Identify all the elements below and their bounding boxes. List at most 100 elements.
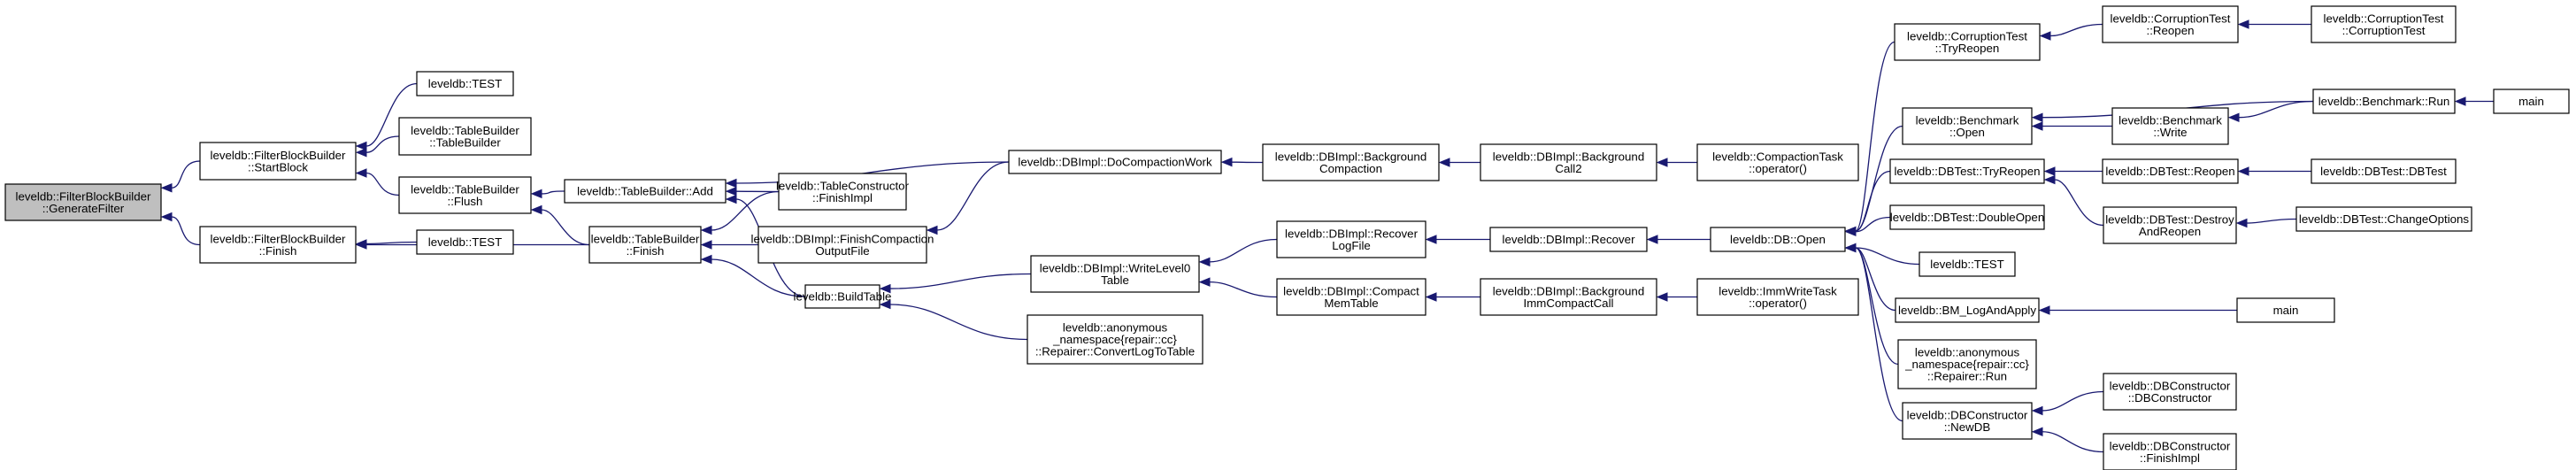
node-leveldb-bm-logandapply[interactable]: leveldb::BM_LogAndApply xyxy=(1895,297,2040,323)
node-leveldb-corruptiontest-corruptiontest[interactable]: leveldb::CorruptionTest::CorruptionTest xyxy=(2311,5,2457,43)
node-leveldb-dbimpl-recover[interactable]: leveldb::DBImpl::Recover xyxy=(1489,227,1648,252)
node-leveldb-benchmark-run[interactable]: leveldb::Benchmark::Run xyxy=(2312,89,2456,114)
node-leveldb-test[interactable]: leveldb::TEST xyxy=(1919,251,2016,277)
node-box xyxy=(1696,278,1859,316)
arrowhead xyxy=(2235,218,2248,228)
node-leveldb-dbconstructor-newdb[interactable]: leveldb::DBConstructor::NewDB xyxy=(1902,402,2033,440)
node-label: ::Finish xyxy=(627,244,665,258)
node-label: leveldb::TableConstructor xyxy=(776,179,910,192)
edges-layer xyxy=(160,19,2494,453)
node-leveldb-compactiontask-operator[interactable]: leveldb::CompactionTask::operator() xyxy=(1696,143,1859,181)
node-leveldb-dbconstructor-dbconstructor[interactable]: leveldb::DBConstructor::DBConstructor xyxy=(2103,373,2237,411)
node-leveldb-anonymous-namespace-repair-cc-repairer-convertlogtotable[interactable]: leveldb::anonymous_namespace{repair::cc}… xyxy=(1027,314,1203,365)
node-main[interactable]: main xyxy=(2493,89,2570,114)
node-leveldb-anonymous-namespace-repair-cc-repairer-run[interactable]: leveldb::anonymous_namespace{repair::cc}… xyxy=(1897,339,2037,389)
node-label: leveldb::BM_LogAndApply xyxy=(1898,304,2036,317)
node-leveldb-dbimpl-background-immcompactcall[interactable]: leveldb::DBImpl::BackgroundImmCompactCal… xyxy=(1480,278,1657,316)
node-leveldb-buildtable[interactable]: leveldb::BuildTable xyxy=(794,284,892,309)
arrowhead xyxy=(2454,96,2466,106)
node-box xyxy=(1489,227,1648,252)
node-box xyxy=(2295,206,2472,232)
node-box xyxy=(588,226,702,264)
node-leveldb-tableconstructor-finishimpl[interactable]: leveldb::TableConstructor::FinishImpl xyxy=(776,173,910,211)
node-box xyxy=(416,71,514,96)
node-box xyxy=(2312,89,2456,114)
edge-n5-to-n1 xyxy=(365,172,400,196)
arrowhead xyxy=(160,212,173,222)
arrowhead xyxy=(2237,166,2249,176)
arrowhead xyxy=(1425,292,1437,302)
node-box xyxy=(1480,278,1657,316)
edge-n16-to-n13 xyxy=(1209,238,1278,263)
node-label: ::Reopen xyxy=(2147,24,2195,37)
edge-n8-to-n5 xyxy=(541,209,590,246)
arrowhead xyxy=(725,178,737,189)
node-label: ImmCompactCall xyxy=(1524,297,1614,310)
node-label: ::Write xyxy=(2153,126,2187,139)
edge-n27-to-n22 xyxy=(1855,216,1891,233)
node-label: ::StartBlock xyxy=(248,160,308,173)
node-label: LogFile xyxy=(1332,239,1371,252)
node-leveldb-dbtest-reopen[interactable]: leveldb::DBTest::Reopen xyxy=(2102,158,2239,184)
node-leveldb-dbtest-tryreopen[interactable]: leveldb::DBTest::TryReopen xyxy=(1889,158,2045,184)
node-box xyxy=(1895,297,2040,323)
arrowhead xyxy=(2038,305,2050,315)
arrowhead xyxy=(2039,31,2051,41)
edge-n40-to-n33 xyxy=(2238,100,2314,119)
node-leveldb-benchmark-write[interactable]: leveldb::Benchmark::Write xyxy=(2111,107,2229,145)
node-box xyxy=(2111,107,2229,145)
node-label: ::operator() xyxy=(1749,297,1807,310)
node-main[interactable]: main xyxy=(2236,297,2335,323)
node-leveldb-dbtest-changeoptions[interactable]: leveldb::DBTest::ChangeOptions xyxy=(2295,206,2472,232)
node-leveldb-dbimpl-finishcompaction-outputfile[interactable]: leveldb::DBImpl::FinishCompactionOutputF… xyxy=(751,226,934,264)
edge-n42-to-n35 xyxy=(2246,218,2297,224)
node-leveldb-dbimpl-docompactionwork[interactable]: leveldb::DBImpl::DoCompactionWork xyxy=(1008,150,1222,174)
node-leveldb-dbtest-doubleopen[interactable]: leveldb::DBTest::DoubleOpen xyxy=(1889,204,2045,230)
edge-n1-to-n0 xyxy=(171,160,201,189)
node-box xyxy=(1902,107,2033,145)
node-leveldb-test[interactable]: leveldb::TEST xyxy=(416,229,514,255)
node-leveldb-filterblockbuilder-finish[interactable]: leveldb::FilterBlockBuilder::Finish xyxy=(199,226,357,264)
node-box xyxy=(199,226,357,264)
node-label: ::TryReopen xyxy=(1935,42,2000,55)
node-label: leveldb::DBImpl::WriteLevel0 xyxy=(1040,261,1190,274)
node-leveldb-dbtest-dbtest[interactable]: leveldb::DBTest::DBTest xyxy=(2311,158,2457,184)
node-label: leveldb::BuildTable xyxy=(794,290,892,304)
arrowhead xyxy=(2031,427,2043,436)
node-leveldb-tablebuilder-tablebuilder[interactable]: leveldb::TableBuilder::TableBuilder xyxy=(398,117,532,156)
node-label: _namespace{repair::cc} xyxy=(1052,333,1177,346)
arrowhead xyxy=(700,225,712,235)
node-leveldb-filterblockbuilder-startblock[interactable]: leveldb::FilterBlockBuilder::StartBlock xyxy=(199,142,357,181)
node-leveldb-test[interactable]: leveldb::TEST xyxy=(416,71,514,96)
node-box xyxy=(2102,158,2239,184)
node-label: MemTable xyxy=(1324,297,1378,310)
node-leveldb-dbconstructor-finishimpl[interactable]: leveldb::DBConstructor::FinishImpl xyxy=(2103,433,2237,470)
node-box xyxy=(4,183,162,221)
node-leveldb-benchmark-open[interactable]: leveldb::Benchmark::Open xyxy=(1902,107,2033,145)
node-leveldb-db-open[interactable]: leveldb::DB::Open xyxy=(1710,227,1846,252)
node-box xyxy=(2236,297,2335,323)
arrowhead xyxy=(530,204,542,215)
arrowhead xyxy=(1198,257,1211,267)
node-label: leveldb::DBConstructor xyxy=(2110,439,2231,452)
node-label: leveldb::FilterBlockBuilder xyxy=(16,189,152,203)
node-label: leveldb::DBTest::Reopen xyxy=(2105,165,2234,178)
node-leveldb-tablebuilder-flush[interactable]: leveldb::TableBuilder::Flush xyxy=(398,176,532,214)
edge-n24-to-n22 xyxy=(1855,41,1895,232)
node-leveldb-corruptiontest-tryreopen[interactable]: leveldb::CorruptionTest::TryReopen xyxy=(1894,23,2041,61)
node-leveldb-corruptiontest-reopen[interactable]: leveldb::CorruptionTest::Reopen xyxy=(2102,5,2239,43)
node-leveldb-immwritetask-operator[interactable]: leveldb::ImmWriteTask::operator() xyxy=(1696,278,1859,316)
node-leveldb-tablebuilder-add[interactable]: leveldb::TableBuilder::Add xyxy=(564,179,727,204)
node-label: leveldb::TableBuilder xyxy=(411,124,519,137)
node-label: leveldb::Benchmark::Run xyxy=(2318,95,2450,108)
node-leveldb-filterblockbuilder-generatefilter[interactable]: leveldb::FilterBlockBuilder::GenerateFil… xyxy=(4,183,162,221)
edge-n35-to-n26 xyxy=(2054,179,2104,227)
node-label: leveldb::FilterBlockBuilder xyxy=(211,232,347,245)
node-leveldb-tablebuilder-finish[interactable]: leveldb::TableBuilder::Finish xyxy=(588,226,702,264)
